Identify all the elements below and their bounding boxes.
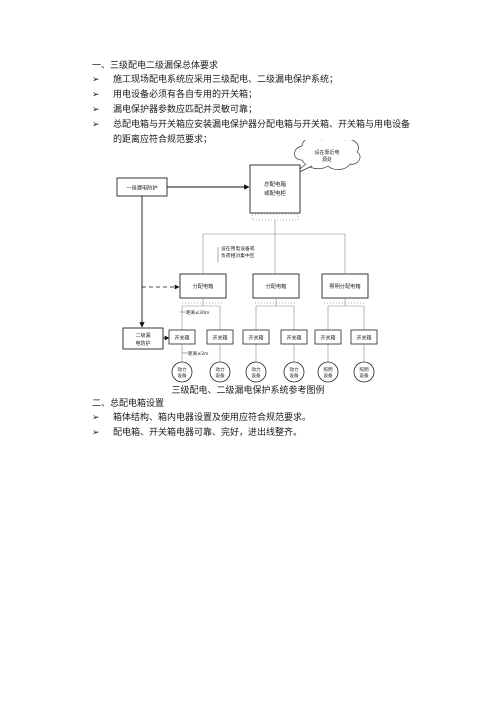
- arrow-bullet-icon: ➢: [92, 413, 100, 423]
- switch-box-label: 开关箱: [286, 335, 301, 342]
- bullet-item: ➢箱体结构、箱内电器设置及使用应符合规范要求。: [92, 411, 412, 426]
- distribution-box-label: 分配电箱: [193, 282, 214, 290]
- bullet-item: ➢配电箱、开关箱电器可靠、完好，进出线整齐。: [92, 426, 412, 441]
- equipment-label: 设备: [177, 372, 187, 379]
- distribution-box-label: 分配电箱: [266, 282, 287, 290]
- bullet-item: ➢施工现场配电系统应采用三级配电、二级漏电保护系统；: [92, 73, 412, 88]
- equipment-label: 设备: [251, 372, 261, 379]
- equipment-node: [317, 361, 339, 383]
- arrow-bullet-icon: ➢: [92, 75, 100, 85]
- secondary-leakage-line2: 电防护: [135, 340, 150, 347]
- feeder-lines: [202, 220, 346, 273]
- equipment-node: [171, 361, 193, 383]
- distance-30-label: 距离≤30m: [186, 309, 210, 316]
- cloud-callout: 设在靠近电 源处: [290, 140, 361, 177]
- note-line1: 设在用电设备或: [221, 245, 255, 252]
- cloud-label-line1: 设在靠近电: [314, 149, 339, 156]
- arrow-bullet-icon: ➢: [92, 90, 100, 100]
- equipment-node: [353, 361, 375, 383]
- equipment-node: [283, 361, 305, 383]
- section2-bullets: ➢箱体结构、箱内电器设置及使用应符合规范要求。 ➢配电箱、开关箱电器可靠、完好，…: [92, 411, 412, 441]
- branch-lines: [181, 298, 365, 330]
- dotted-region: [251, 213, 299, 221]
- arrow-bullet-icon: ➢: [92, 120, 100, 130]
- equipment-label: 照明: [359, 367, 369, 373]
- distance-3-label: 距离≤3m: [188, 350, 209, 357]
- equipment-row: 动力 设备 动力 设备 动力 设备 动力 设备 照明 设备 照明 设备: [171, 361, 375, 383]
- secondary-leakage-box: [122, 327, 164, 350]
- equipment-label: 动力: [251, 366, 261, 373]
- equipment-label: 动力: [215, 366, 225, 373]
- equipment-label: 设备: [215, 372, 225, 379]
- equipment-label: 动力: [177, 366, 187, 373]
- bullet-item: ➢漏电保护器参数应匹配并灵敏可靠；: [92, 103, 412, 118]
- primary-leakage-label: 一级漏电防护: [126, 184, 157, 192]
- section2-title: 二、总配电箱设置: [92, 399, 165, 409]
- distribution-box-label: 照明分配电箱: [329, 282, 360, 290]
- switch-box-label: 开关箱: [356, 335, 371, 342]
- arrow-bullet-icon: ➢: [92, 428, 100, 438]
- main-distribution-box: [249, 164, 301, 214]
- equipment-label: 设备: [359, 372, 369, 379]
- switch-box-label: 开关箱: [248, 335, 263, 342]
- cloud-label-line2: 源处: [322, 156, 332, 163]
- bullet-item: ➢用电设备必须有各自专用的开关箱；: [92, 88, 412, 103]
- switch-box-row: 开关箱 开关箱 开关箱 开关箱 开关箱 开关箱: [168, 329, 378, 345]
- arrow-bullet-icon: ➢: [92, 105, 100, 115]
- equipment-lines: [181, 344, 365, 362]
- distribution-box: [252, 273, 300, 299]
- main-box-line2: 或配电柜: [264, 189, 287, 197]
- switch-box-label: 开关箱: [320, 335, 335, 342]
- diagram-caption: 三级配电、二级漏电保护系统参考图例: [171, 386, 325, 396]
- section1-bullets: ➢施工现场配电系统应采用三级配电、二级漏电保护系统； ➢用电设备必须有各自专用的…: [92, 73, 412, 148]
- equipment-label: 动力: [289, 366, 299, 373]
- bullet-item: ➢总配电箱与开关箱应安装漏电保护器分配电箱与开关箱、开关箱与用电设备的距离应符合…: [92, 120, 411, 145]
- distribution-diagram: 设在靠近电 源处 一级漏电防护 总配电箱 或配电柜 设在用电设备或 负荷相对集中…: [116, 140, 378, 383]
- switch-box-label: 开关箱: [212, 335, 227, 342]
- equipment-node: [245, 361, 267, 383]
- equipment-node: [209, 361, 231, 383]
- equipment-label: 照明: [323, 367, 333, 373]
- equipment-label: 设备: [323, 372, 333, 379]
- switch-box-label: 开关箱: [174, 335, 189, 342]
- secondary-leakage-line1: 二级漏: [135, 332, 150, 339]
- note-line2: 负荷相对集中区: [221, 252, 255, 259]
- equipment-label: 设备: [289, 372, 299, 379]
- main-box-line1: 总配电箱: [264, 180, 287, 188]
- distribution-box: [179, 273, 227, 299]
- section1-title: 一、三级配电二级漏保总体要求: [92, 61, 219, 71]
